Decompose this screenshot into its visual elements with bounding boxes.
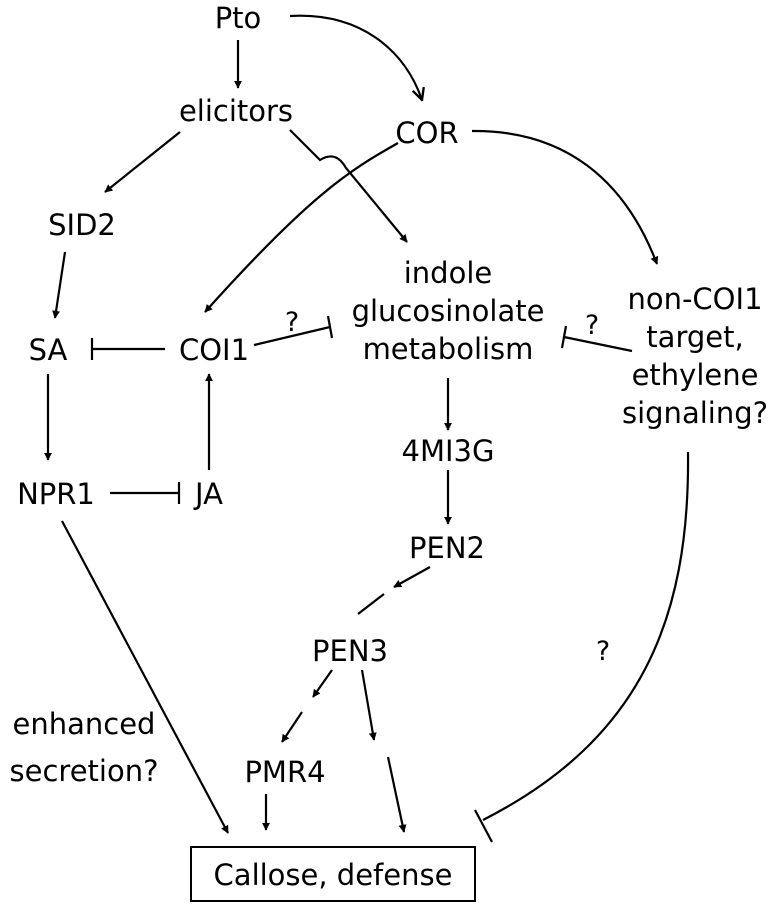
node-secretion-line1: enhanced (13, 707, 156, 741)
node-indole-line1: indole (404, 256, 493, 290)
edge-coi1-indole-bar (326, 315, 334, 339)
node-elicitors: elicitors (179, 94, 293, 128)
edge-noncoi1-indole-bar (560, 325, 568, 349)
node-pto: Pto (215, 1, 262, 35)
edge-elicitors-indole (289, 129, 408, 243)
edge-pen2-pen3 (393, 566, 431, 588)
node-coi1: COI1 (179, 333, 249, 367)
question-mark-coi1-indole: ? (285, 307, 299, 338)
edge-pen3-pmr4-head (312, 669, 333, 698)
node-sid2: SID2 (48, 208, 116, 242)
node-pen2: PEN2 (409, 531, 485, 565)
edge-pen3-pmr4-tail (281, 711, 303, 743)
node-secretion-line2: secretion? (10, 754, 159, 788)
node-noncoi1-line4: signaling? (622, 396, 768, 430)
node-pen3: PEN3 (312, 634, 388, 668)
edge-cor-noncoi1 (471, 129, 659, 265)
node-noncoi1-line2: target, (646, 320, 743, 354)
edge-cor-coi1 (204, 142, 399, 313)
edge-npr1-callose (61, 520, 229, 834)
question-mark-noncoi1-callose: ? (596, 636, 610, 667)
edge-pen3-callose-tail (386, 756, 407, 833)
edge-elicitors-sid2 (104, 131, 181, 193)
edge-noncoi1-indole (563, 335, 633, 353)
edge-pen3-callose-head (360, 669, 377, 741)
node-noncoi1-line1: non-COI1 (627, 282, 762, 316)
node-pmr4: PMR4 (244, 755, 325, 789)
edge-noncoi1-callose-bar (474, 809, 493, 843)
question-mark-noncoi1-indole: ? (585, 310, 599, 341)
edge-pto-cor (289, 14, 422, 100)
edge-coi1-indole (253, 325, 331, 347)
edge-sid2-sa (52, 251, 67, 319)
callose-box (190, 846, 476, 902)
node-ja: JA (193, 477, 223, 511)
node-callose: Callose, defense (214, 858, 453, 892)
node-cor: COR (395, 116, 458, 150)
node-sa: SA (29, 333, 68, 367)
edge-pen2-pen3-tail (357, 593, 385, 615)
node-4mi3g: 4MI3G (402, 434, 495, 468)
node-noncoi1-line3: ethylene (632, 358, 759, 392)
node-indole-line3: metabolism (363, 332, 534, 366)
node-npr1: NPR1 (17, 477, 95, 511)
edge-noncoi1-callose (482, 451, 690, 821)
node-indole-line2: glucosinolate (352, 294, 545, 328)
